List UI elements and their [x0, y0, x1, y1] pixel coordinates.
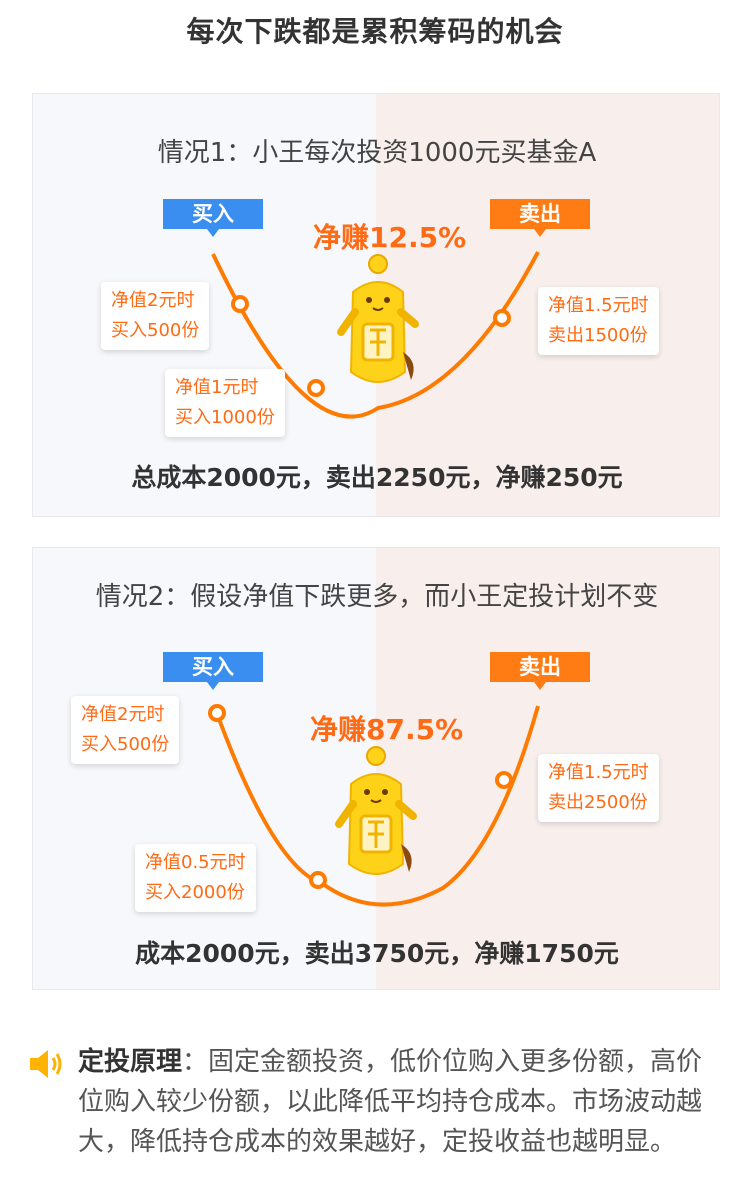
note-buy-05: 净值0.5元时买入2000份 — [135, 844, 256, 912]
point-buy-05 — [309, 871, 327, 889]
point-sell-15 — [493, 309, 511, 327]
case2-summary: 成本2000元，卖出3750元，净赚1750元 — [135, 939, 619, 968]
note-sell-15: 净值1.5元时卖出1500份 — [538, 287, 659, 355]
point-buy-1 — [307, 379, 325, 397]
note-buy-2: 净值2元时买入500份 — [71, 696, 180, 764]
principle-body: ：固定金额投资，低价位购入更多份额，高价位购入较少份额，以此降低平均持仓成本。市… — [78, 1047, 703, 1157]
case2-panel: 情况2：假设净值下跌更多，而小王定投计划不变 买入 卖出 净赚87.5% 净值2… — [32, 547, 720, 990]
sell-tag: 卖出 — [490, 652, 590, 690]
banana-mascot-icon — [335, 746, 417, 875]
point-buy-2 — [231, 295, 249, 313]
note-buy-1: 净值1元时买入1000份 — [165, 369, 285, 437]
profit-label: 净赚87.5% — [310, 713, 464, 746]
case1-summary: 总成本2000元，卖出2250元，净赚250元 — [131, 463, 623, 492]
profit-label: 净赚12.5% — [313, 221, 467, 254]
banana-mascot-icon — [337, 254, 419, 383]
case1-title: 情况1：小王每次投资1000元买基金A — [157, 138, 597, 168]
point-sell-15 — [495, 771, 513, 789]
note-sell-15: 净值1.5元时卖出2500份 — [538, 754, 659, 822]
principle-label: 定投原理 — [78, 1047, 183, 1077]
panel-bg-left — [33, 548, 376, 989]
note-buy-2: 净值2元时买入500份 — [101, 282, 210, 350]
case1-panel: 情况1：小王每次投资1000元买基金A 买入 卖出 净赚12.5% 净值2元时买… — [32, 93, 720, 517]
case1-curve — [211, 251, 540, 419]
buy-tag: 买入 — [163, 199, 263, 237]
point-buy-2 — [208, 704, 226, 722]
principle-text: 定投原理：固定金额投资，低价位购入更多份额，高价位购入较少份额，以此降低平均持仓… — [78, 1042, 722, 1162]
speaker-icon — [30, 1050, 62, 1078]
buy-tag: 买入 — [163, 652, 263, 690]
case2-curve — [208, 704, 540, 907]
case2-title: 情况2：假设净值下跌更多，而小王定投计划不变 — [95, 582, 659, 612]
sell-tag: 卖出 — [490, 199, 590, 237]
page-title: 每次下跌都是累积筹码的机会 — [186, 15, 564, 48]
